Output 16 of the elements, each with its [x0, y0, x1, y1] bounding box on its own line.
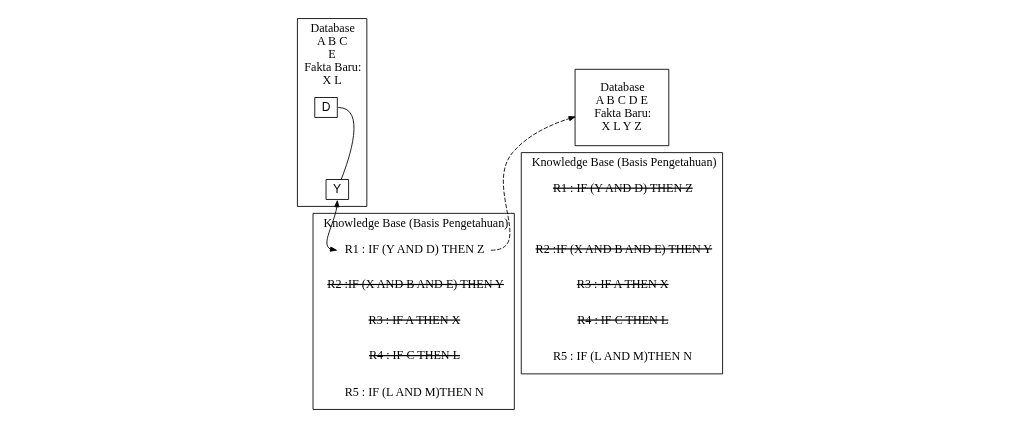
node-text: R2 :IF (X AND B AND E) THEN Y — [535, 241, 712, 256]
node-text: R3 : IF A THEN X — [576, 277, 669, 292]
node-box: D — [313, 97, 338, 118]
node-text: R4 : IF C THEN L — [368, 348, 460, 363]
node-text: R1 : IF (Y AND D) THEN Z — [552, 180, 693, 195]
node-text: R4 : IF C THEN L — [576, 312, 668, 327]
arrow — [325, 200, 339, 252]
node-text: R3 : IF A THEN X — [368, 312, 460, 327]
arrow — [489, 116, 575, 251]
node-text: R2 :IF (X AND B AND E) THEN Y — [326, 277, 504, 292]
connector — [337, 107, 354, 180]
node-text: R5 : IF (L AND M)THEN N — [552, 349, 692, 364]
node-text: R5 : IF (L AND M)THEN N — [344, 384, 484, 399]
node-box: Y — [325, 179, 349, 200]
node-box: Database A B C D E Fakta Baru: X L Y Z — [574, 68, 669, 147]
node-text: R1 : IF (Y AND D) THEN Z — [344, 242, 484, 257]
